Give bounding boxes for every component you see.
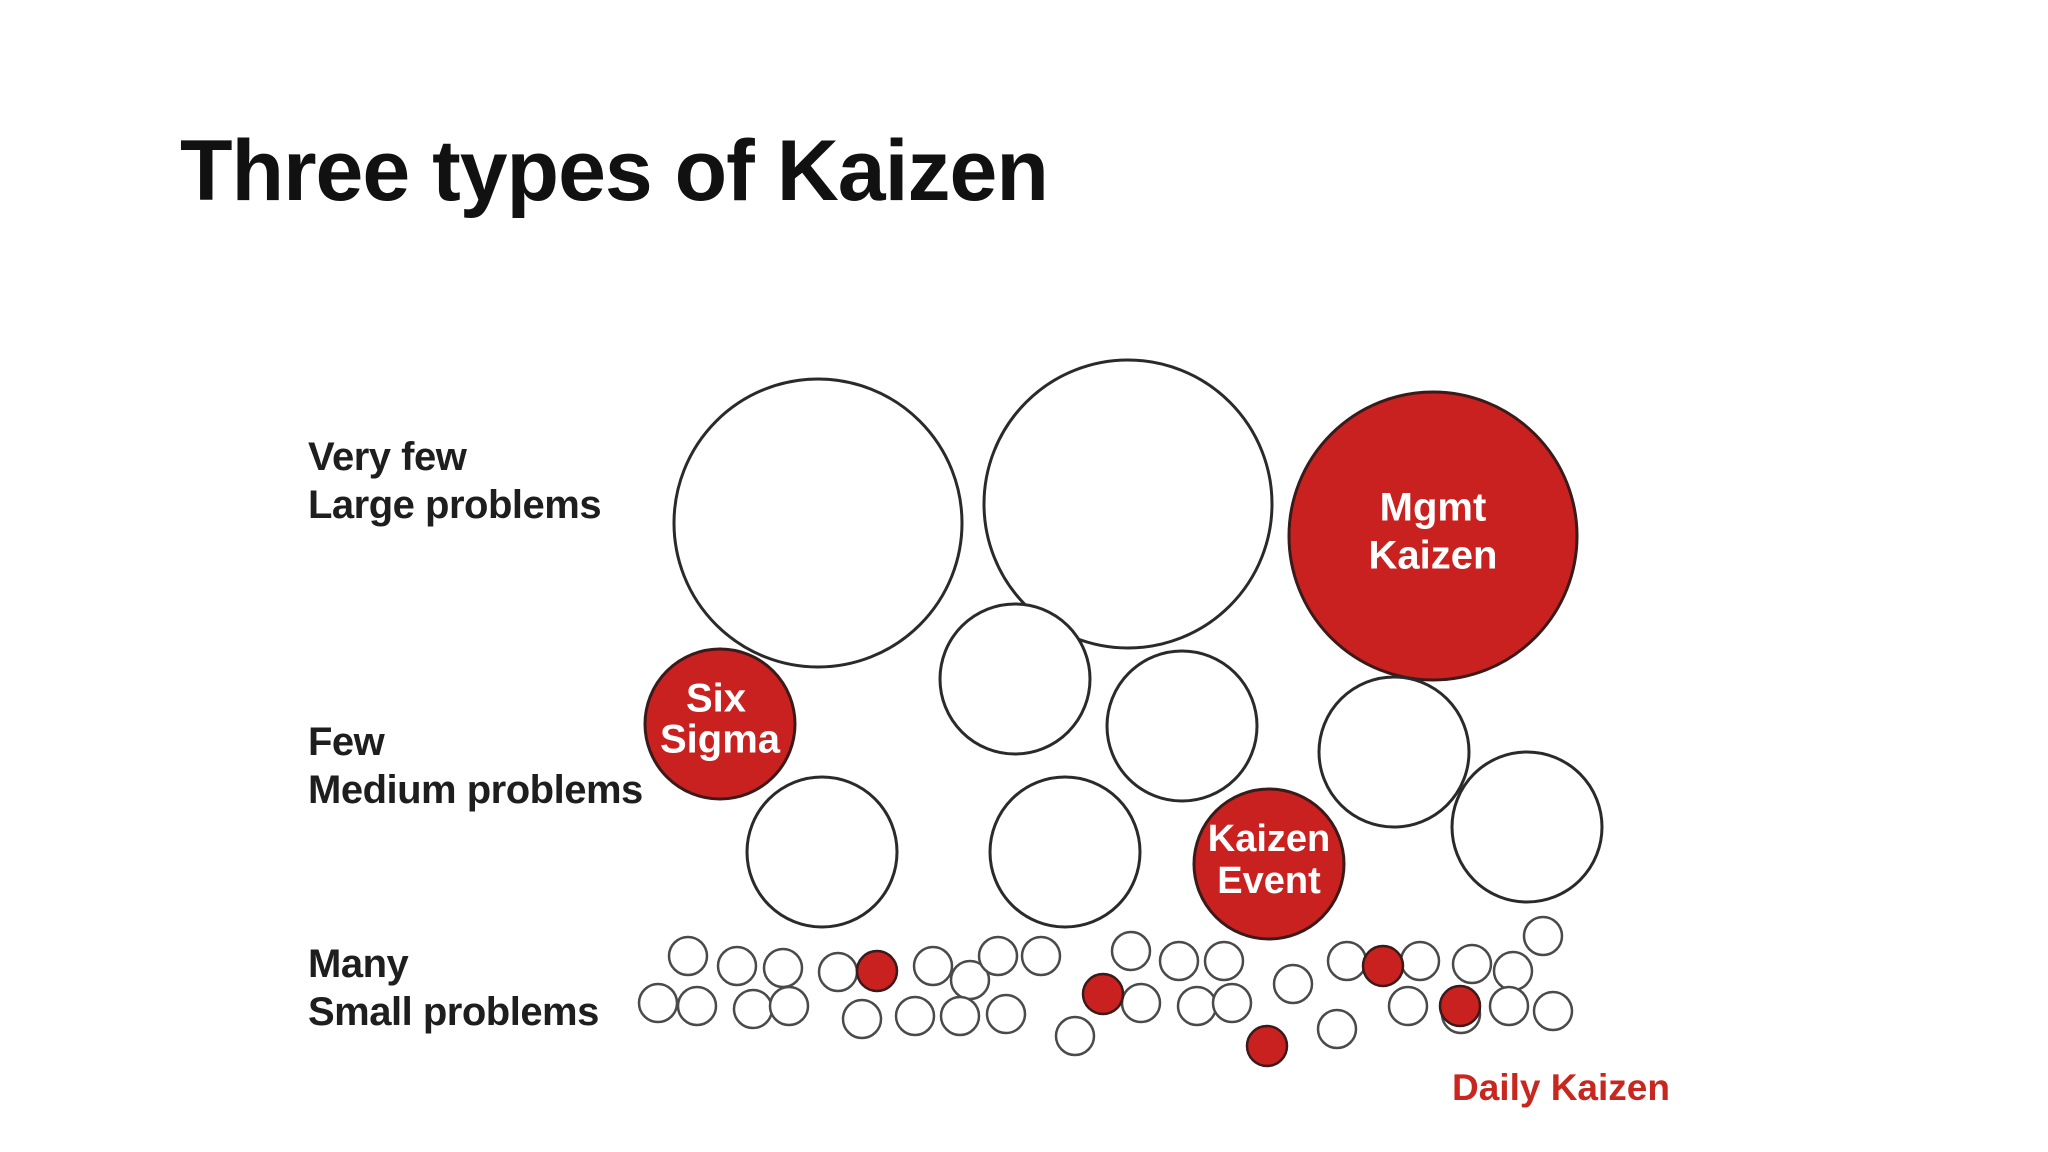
small-problem-bubble xyxy=(985,993,1027,1035)
six-sigma-bubble: Six Sigma xyxy=(643,647,797,801)
daily-kaizen-bubble xyxy=(1081,972,1125,1016)
kaizen-event-label-line2: Event xyxy=(1217,860,1321,902)
medium-problem-bubble xyxy=(938,602,1092,756)
small-problem-bubble xyxy=(1451,943,1493,985)
kaizen-event-circle xyxy=(1192,787,1346,941)
slide-title: Three types of Kaizen xyxy=(180,123,1049,219)
small-problem-bubble xyxy=(716,945,758,987)
small-problem-bubble xyxy=(1532,990,1574,1032)
medium-problem-bubble xyxy=(745,775,899,929)
row-label-large-line2: Large problems xyxy=(308,483,602,527)
medium-problem-bubble xyxy=(988,775,1142,929)
small-problem-bubble xyxy=(667,935,709,977)
small-problem-bubble xyxy=(841,998,883,1040)
small-problem-bubble xyxy=(912,945,954,987)
small-problem-bubble xyxy=(1522,915,1564,957)
six-sigma-label-line2: Sigma xyxy=(660,718,781,762)
row-label-medium-line1: Few xyxy=(308,720,385,764)
small-problem-bubble xyxy=(732,988,774,1030)
daily-kaizen-bubble xyxy=(1361,944,1405,988)
small-problem-bubble xyxy=(1120,982,1162,1024)
small-problem-bubble xyxy=(1272,963,1314,1005)
small-problem-bubble xyxy=(1399,940,1441,982)
small-problem-bubble xyxy=(637,982,679,1024)
row-label-medium: Few Medium problems xyxy=(308,718,643,814)
large-problem-bubble xyxy=(672,377,964,669)
small-problem-bubble xyxy=(768,985,810,1027)
kaizen-event-label-line1: Kaizen xyxy=(1208,818,1330,860)
mgmt-kaizen-label-line1: Mgmt xyxy=(1380,486,1487,530)
small-problem-bubble xyxy=(676,985,718,1027)
daily-kaizen-bubble xyxy=(855,949,899,993)
small-problem-bubble xyxy=(762,947,804,989)
small-problem-bubbles xyxy=(637,915,1574,1068)
row-label-small: Many Small problems xyxy=(308,940,599,1036)
small-problem-bubble xyxy=(1316,1008,1358,1050)
small-problem-bubble xyxy=(1326,940,1368,982)
small-problem-bubble xyxy=(1211,982,1253,1024)
small-problem-bubble xyxy=(894,995,936,1037)
mgmt-kaizen-bubble: Mgmt Kaizen xyxy=(1287,390,1579,682)
medium-problem-bubble xyxy=(1105,649,1259,803)
small-problem-bubble xyxy=(1203,940,1245,982)
mgmt-kaizen-circle xyxy=(1287,390,1579,682)
small-problem-bubble xyxy=(1387,985,1429,1027)
mgmt-kaizen-label-line2: Kaizen xyxy=(1369,534,1498,578)
small-problem-bubble xyxy=(977,935,1019,977)
medium-problem-bubble xyxy=(1450,750,1604,904)
small-problem-bubble xyxy=(1110,930,1152,972)
small-problem-bubble xyxy=(1054,1015,1096,1057)
daily-kaizen-label: Daily Kaizen xyxy=(1452,1067,1670,1108)
large-problem-bubble xyxy=(982,358,1274,650)
small-problem-bubble xyxy=(817,951,859,993)
small-problem-bubble xyxy=(1158,940,1200,982)
row-label-small-line1: Many xyxy=(308,942,409,986)
small-problem-bubble xyxy=(939,995,981,1037)
daily-kaizen-bubble xyxy=(1438,984,1482,1028)
row-label-small-line2: Small problems xyxy=(308,990,599,1034)
small-problem-bubble xyxy=(1492,950,1534,992)
small-problem-bubble xyxy=(1020,935,1062,977)
small-problem-bubble xyxy=(1488,985,1530,1027)
medium-problem-bubble xyxy=(1317,675,1471,829)
row-label-large: Very few Large problems xyxy=(308,433,602,529)
row-label-medium-line2: Medium problems xyxy=(308,768,643,812)
six-sigma-label-line1: Six xyxy=(686,677,746,721)
small-problem-bubble xyxy=(1176,985,1218,1027)
kaizen-event-bubble: Kaizen Event xyxy=(1192,787,1346,941)
row-label-large-line1: Very few xyxy=(308,435,467,479)
daily-kaizen-bubble xyxy=(1245,1024,1289,1068)
six-sigma-circle xyxy=(643,647,797,801)
